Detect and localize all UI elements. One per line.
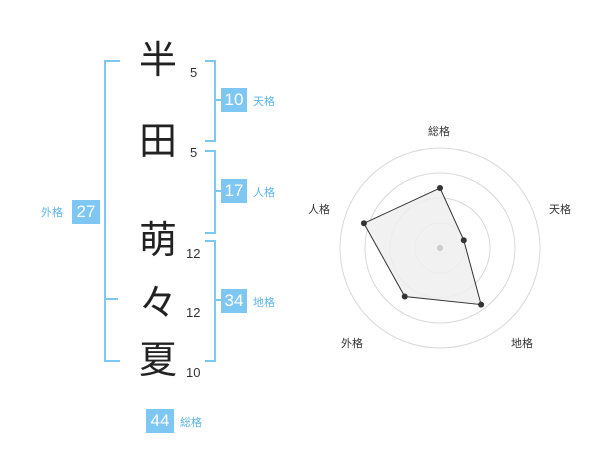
tenkaku-label: 天格 bbox=[253, 95, 275, 108]
tenkaku-bracket bbox=[205, 60, 216, 142]
name-char-5: 夏 bbox=[138, 338, 177, 382]
stroke-count-3: 12 bbox=[186, 246, 201, 261]
radar-grid-ring bbox=[339, 147, 541, 349]
radar-point bbox=[478, 301, 485, 308]
jinkaku-bracket bbox=[205, 150, 216, 234]
radar-axis-label-soukaku: 総格 bbox=[428, 125, 450, 138]
name-char-1: 半 bbox=[138, 38, 177, 82]
radar-grid-ring bbox=[364, 172, 516, 324]
stroke-count-2: 5 bbox=[190, 145, 198, 160]
gaikaku-inner-tick bbox=[104, 298, 118, 300]
stroke-count-5: 10 bbox=[186, 365, 201, 380]
radar-axis-label-tenkaku: 天格 bbox=[549, 203, 571, 216]
radar-point bbox=[437, 185, 443, 191]
radar-point bbox=[401, 293, 408, 300]
tenkaku-connector bbox=[214, 99, 222, 101]
tenkaku-value-badge: 10 bbox=[221, 88, 247, 112]
gaikaku-label: 外格 bbox=[41, 206, 63, 219]
radar-data-points bbox=[360, 185, 485, 308]
radar-data-area bbox=[363, 187, 482, 306]
gaikaku-value-badge: 27 bbox=[72, 200, 100, 224]
stroke-count-1: 5 bbox=[190, 65, 198, 80]
gaikaku-bracket bbox=[104, 60, 120, 362]
chikaku-label: 地格 bbox=[253, 296, 275, 309]
soukaku-value-badge: 44 bbox=[146, 409, 174, 433]
radar-axis-label-jinkaku: 人格 bbox=[308, 203, 330, 216]
name-char-3: 萌 bbox=[138, 218, 177, 262]
chikaku-value-badge: 34 bbox=[221, 289, 247, 313]
radar-axis-label-chikaku: 地格 bbox=[511, 337, 533, 350]
jinkaku-value-badge: 17 bbox=[221, 179, 247, 203]
jinkaku-label: 人格 bbox=[253, 186, 275, 199]
radar-axis-label-gaikaku: 外格 bbox=[341, 337, 363, 350]
chikaku-bracket bbox=[205, 240, 216, 362]
soukaku-label: 総格 bbox=[180, 416, 202, 429]
radar-point bbox=[460, 237, 467, 244]
chikaku-connector bbox=[214, 299, 222, 301]
name-char-4: 々 bbox=[138, 281, 177, 325]
radar-center-dot bbox=[437, 245, 443, 251]
name-char-2: 田 bbox=[138, 119, 177, 163]
radar-point bbox=[360, 220, 367, 227]
jinkaku-connector bbox=[214, 190, 222, 192]
stroke-count-4: 12 bbox=[186, 305, 201, 320]
